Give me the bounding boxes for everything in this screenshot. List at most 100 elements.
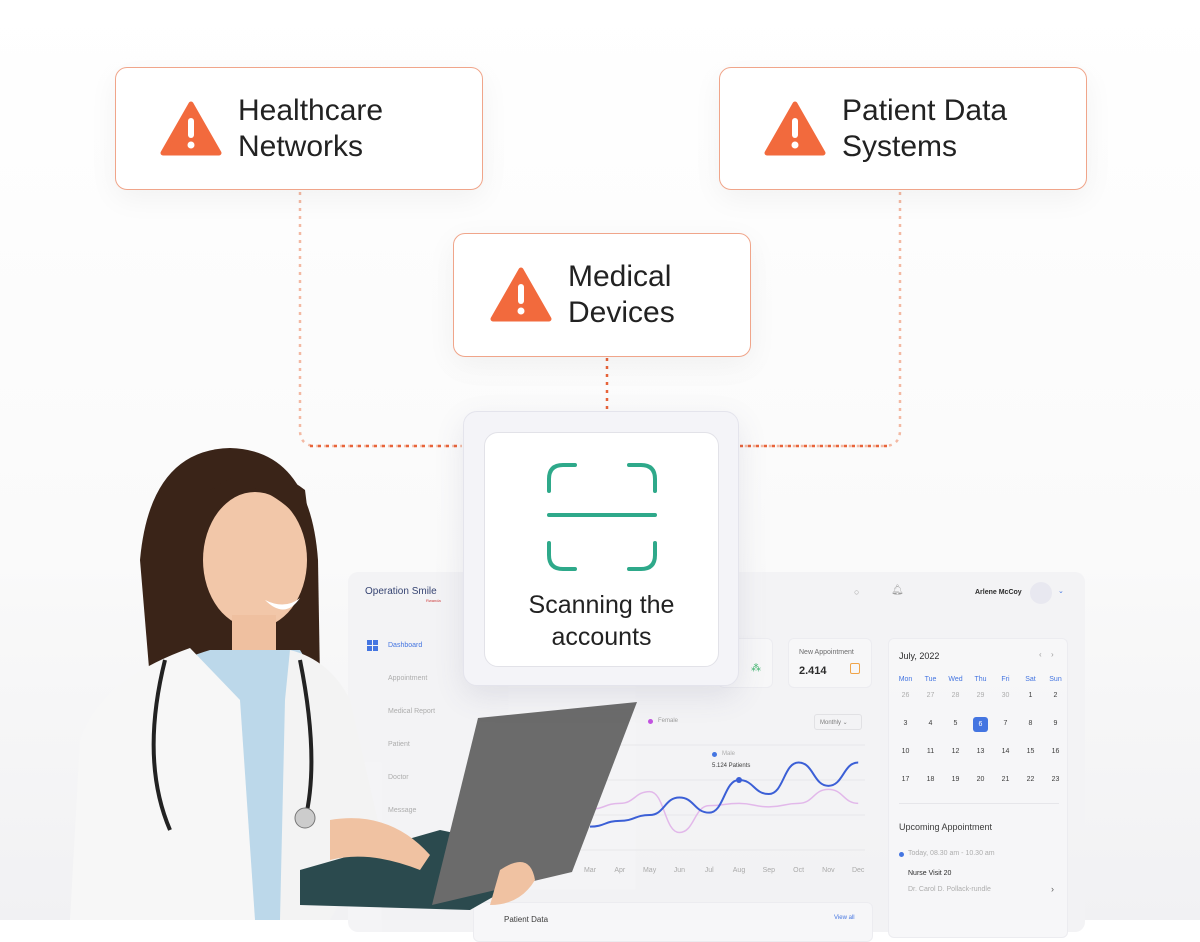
view-all-link[interactable]: View all <box>834 915 855 921</box>
divider <box>899 803 1059 804</box>
calendar-day[interactable]: 23 <box>1051 776 1060 783</box>
alert-label: Systems <box>842 129 958 163</box>
alert-label: Healthcare <box>238 93 384 127</box>
prev-month-button[interactable]: ‹ <box>1039 650 1042 659</box>
calendar-day[interactable]: 16 <box>1051 748 1060 755</box>
chevron-down-icon[interactable]: ⌄ <box>1058 588 1064 595</box>
x-tick-label: Dec <box>852 867 865 874</box>
calendar-day[interactable]: 13 <box>976 748 985 755</box>
warning-triangle-icon <box>160 101 222 155</box>
calendar-day[interactable]: 21 <box>1001 776 1010 783</box>
calendar-day[interactable]: 7 <box>1003 720 1008 727</box>
stat-value: 2.414 <box>799 665 827 677</box>
x-tick-label: Apr <box>614 867 626 874</box>
weekday-label: Mon <box>898 676 913 683</box>
nav-dashboard[interactable]: Dashboard <box>388 642 423 649</box>
calendar-day[interactable]: 29 <box>976 692 985 699</box>
weekday-label: Thu <box>974 676 987 683</box>
weekday-label: Sun <box>1049 676 1062 683</box>
appointment-time: Today, 08.30 am - 10.30 am <box>908 850 995 857</box>
calendar-day[interactable]: 15 <box>1026 748 1035 755</box>
bell-icon[interactable]: 🔔︎ <box>891 585 904 596</box>
calendar-day[interactable]: 5 <box>953 720 958 727</box>
dashboard-icon <box>367 640 378 651</box>
calendar-day[interactable]: 9 <box>1053 720 1058 727</box>
search-icon[interactable]: ○ <box>854 587 860 597</box>
series-line-female <box>589 788 859 834</box>
calendar-day[interactable]: 30 <box>1001 692 1010 699</box>
calendar-day[interactable]: 19 <box>951 776 960 783</box>
chevron-right-icon[interactable]: › <box>1051 884 1054 894</box>
legend-female: Female <box>658 718 679 724</box>
calendar-day[interactable]: 6 <box>968 717 993 745</box>
calendar-day[interactable]: 18 <box>926 776 935 783</box>
series-line-male <box>589 761 859 828</box>
weekday-label: Sat <box>1025 676 1036 683</box>
nav-doctor[interactable]: Doctor <box>388 774 409 781</box>
next-month-button[interactable]: › <box>1051 650 1054 659</box>
appointment-doctor: Dr. Carol D. Pollack-rundle <box>908 886 991 893</box>
hand <box>490 862 535 905</box>
calendar-day[interactable]: 14 <box>1001 748 1010 755</box>
x-tick-label: May <box>643 867 657 874</box>
scanner-text: Scanning the <box>528 591 675 619</box>
nav-appointment[interactable]: Appointment <box>388 675 428 682</box>
alert-label: Devices <box>568 296 675 329</box>
warning-triangle-icon <box>490 267 552 322</box>
stethoscope <box>151 659 314 831</box>
x-tick-label: Jun <box>674 867 685 874</box>
calendar-day[interactable]: 1 <box>1028 692 1033 699</box>
x-tick-label: Mar <box>584 867 597 874</box>
x-tick-label: Nov <box>822 867 835 874</box>
calendar-day[interactable]: 8 <box>1028 720 1033 727</box>
nav-message[interactable]: Message <box>388 807 417 814</box>
warning-triangle-icon <box>764 101 826 155</box>
appointment-name: Nurse Visit 20 <box>908 870 952 877</box>
logo-sub: Rwanda <box>426 598 441 603</box>
calendar-day[interactable]: 27 <box>926 692 935 699</box>
alert-label: Networks <box>238 129 364 163</box>
chart-tooltip: 5.124 Patients <box>712 763 751 769</box>
calendar-day[interactable]: 3 <box>903 720 908 727</box>
nav-medical-report[interactable]: Medical Report <box>388 708 436 715</box>
scan-frame-icon <box>546 463 657 571</box>
calendar-title: July, 2022 <box>899 651 940 661</box>
calendar-day[interactable]: 2 <box>1053 692 1058 699</box>
face <box>203 492 307 628</box>
calendar-day[interactable]: 22 <box>1026 776 1035 783</box>
weekday-label: Fri <box>1001 676 1010 683</box>
connector-lines <box>298 192 902 448</box>
calendar-day[interactable]: 26 <box>901 692 910 699</box>
x-tick-label: Aug <box>733 867 746 874</box>
calendar-day[interactable]: 12 <box>951 748 960 755</box>
doctor-photo <box>70 448 637 920</box>
legend-male: Male <box>722 751 736 757</box>
calendar-day[interactable]: 4 <box>928 720 933 727</box>
data-point-highlight[interactable] <box>736 777 742 783</box>
alert-label: Patient Data <box>842 93 1008 127</box>
avatar[interactable] <box>1030 582 1052 604</box>
user-name[interactable]: Arlene McCoy <box>975 589 1022 596</box>
stat-label: New Appointment <box>799 649 854 656</box>
calendar-day[interactable]: 28 <box>951 692 960 699</box>
patients-icon: ⁂ <box>751 663 761 674</box>
x-tick-label: Jul <box>705 867 714 874</box>
calendar-day[interactable]: 20 <box>976 776 985 783</box>
upcoming-title: Upcoming Appointment <box>899 822 993 832</box>
period-select[interactable]: Monthly ⌄ <box>814 714 862 730</box>
nav-patient[interactable]: Patient <box>388 741 410 748</box>
lab-coat <box>70 648 255 920</box>
alert-label: Medical <box>568 260 672 293</box>
calendar-day[interactable]: 17 <box>901 776 910 783</box>
x-tick-label: Sep <box>763 867 776 874</box>
male-legend-dot <box>712 752 717 757</box>
calendar-day[interactable]: 11 <box>926 748 935 755</box>
laptop <box>432 702 637 905</box>
hair-fringe <box>210 472 310 530</box>
calendar-day[interactable]: 10 <box>901 748 910 755</box>
